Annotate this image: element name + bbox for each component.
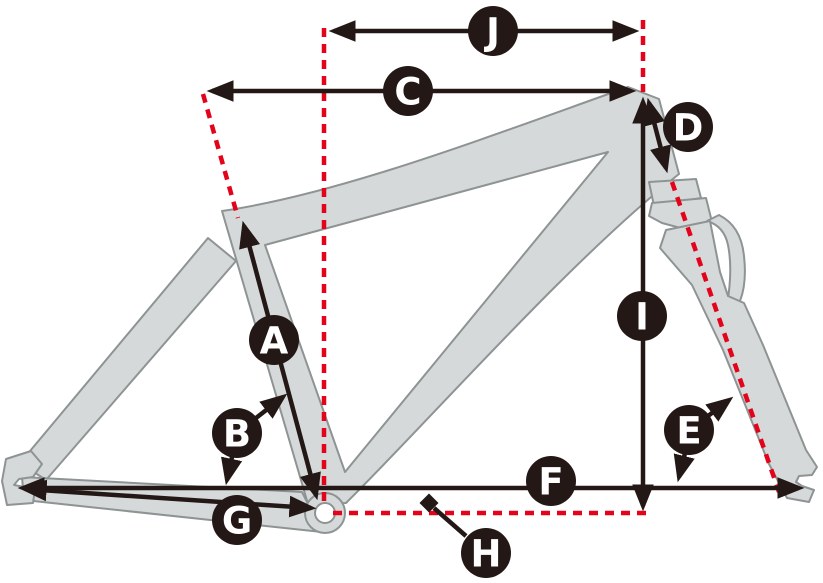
marker-letter-g: G: [222, 500, 252, 543]
marker-letter-b: B: [223, 413, 251, 456]
marker-letter-i: I: [635, 296, 649, 339]
frame-main-triangle: [221, 86, 680, 505]
marker-badge-h: H: [461, 528, 511, 578]
marker-circle-c: [383, 66, 433, 116]
marker-letter-e: E: [676, 410, 701, 453]
marker-circle-a: [249, 315, 299, 365]
marker-badge-g: G: [212, 495, 262, 545]
marker-badge-b: B: [212, 408, 262, 458]
marker-circle-f: [526, 456, 576, 506]
marker-badge-c: C: [383, 66, 433, 116]
bb-drop-pointer-line: [432, 506, 468, 538]
head-angle-pointer-lower: [673, 452, 695, 483]
marker-badge-d: D: [663, 102, 713, 152]
marker-circle-i: [617, 291, 667, 341]
marker-badge-i: I: [617, 291, 667, 341]
seat-stay: [19, 237, 237, 481]
marker-letter-d: D: [673, 107, 704, 150]
marker-letter-j: J: [483, 11, 500, 54]
seat-angle-pointer-lower: [221, 456, 243, 486]
marker-badge-f: F: [526, 456, 576, 506]
marker-badges: J C D A I B E: [212, 6, 714, 578]
marker-circle-d: [663, 102, 713, 152]
marker-badge-j: J: [468, 6, 518, 56]
marker-letter-h: H: [471, 533, 502, 576]
marker-circle-b: [212, 408, 262, 458]
bottom-bracket-bore: [314, 502, 336, 524]
marker-letter-a: A: [260, 320, 289, 363]
reference-lines: [200, 20, 782, 516]
marker-badge-a: A: [249, 315, 299, 365]
marker-circle-h: [461, 528, 511, 578]
steering-axis-line: [669, 181, 782, 493]
marker-letter-f: F: [538, 461, 563, 504]
frame-illustration: [1, 86, 818, 534]
bb-drop-pointer-diamond: [419, 493, 439, 513]
marker-circle-g: [212, 495, 262, 545]
marker-letter-c: C: [394, 71, 421, 114]
seat-tube-axis-extension-line: [200, 93, 241, 219]
marker-badge-e: E: [664, 405, 714, 455]
head-angle-pointer-upper: [705, 396, 734, 422]
marker-circle-e: [664, 405, 714, 455]
marker-circle-j: [468, 6, 518, 56]
dimension-line-g: [19, 479, 317, 518]
seat-angle-pointer-upper: [254, 393, 288, 420]
